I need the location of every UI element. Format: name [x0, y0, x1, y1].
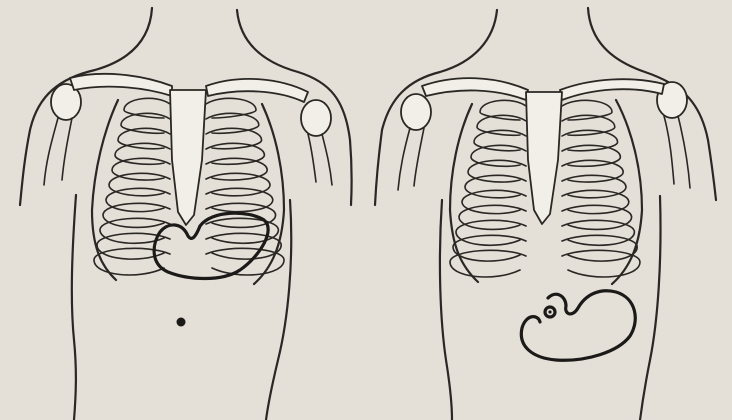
left-figure-waist-left — [72, 195, 76, 420]
rib — [109, 173, 170, 195]
rib — [562, 205, 632, 229]
right-figure-humerus-left-inner — [414, 128, 424, 186]
rib — [106, 188, 170, 211]
left-figure-stomach-outline — [154, 213, 268, 278]
rib — [459, 205, 526, 229]
right-figure-waist-right — [640, 196, 661, 420]
right-figure-stomach-outline — [521, 291, 635, 360]
right-figure-humerus-left — [398, 128, 410, 190]
figure-right-torso — [375, 8, 716, 420]
left-figure-ribs-right — [206, 98, 284, 275]
rib — [97, 233, 170, 259]
rib — [103, 203, 170, 227]
right-figure-ribs-left — [450, 100, 526, 277]
rib — [453, 235, 526, 261]
rib — [562, 220, 634, 245]
rib — [562, 190, 629, 213]
right-figure-outline-left — [375, 10, 497, 205]
right-figure-humerus-right — [678, 116, 690, 188]
rib — [456, 220, 526, 245]
rib — [468, 160, 526, 182]
right-figure-humeral-head-left — [401, 94, 431, 130]
rib — [450, 250, 526, 277]
right-figure-humerus-right-inner — [664, 116, 674, 184]
left-figure-humerus-left — [44, 118, 58, 185]
rib — [206, 173, 270, 195]
rib — [562, 235, 637, 261]
rib — [94, 248, 170, 275]
left-figure-waist-right — [266, 200, 291, 420]
right-figure-waist-left — [440, 200, 452, 420]
right-figure-outline-right — [588, 8, 716, 200]
right-figure-clavicle-left — [422, 78, 528, 100]
rib — [462, 190, 526, 213]
rib — [112, 158, 170, 180]
left-figure-navel — [177, 318, 186, 327]
left-figure-humerus-left-inner — [62, 118, 72, 180]
rib — [562, 175, 626, 197]
right-figure-sternum — [526, 92, 562, 224]
left-figure-sternum — [170, 90, 206, 225]
right-figure-navel — [548, 310, 551, 313]
left-figure-humerus-right — [322, 134, 332, 185]
rib — [206, 188, 273, 211]
left-figure-humerus-right-inner — [308, 134, 316, 182]
rib — [465, 175, 526, 197]
right-figure-clavicle-right — [560, 79, 664, 100]
left-figure-clavicle-left — [70, 74, 172, 96]
figure-left-torso — [20, 8, 352, 420]
left-figure-humeral-head-right — [301, 100, 331, 136]
left-figure-ribs-left — [94, 98, 170, 275]
left-figure-outline-left — [20, 8, 152, 205]
rib — [206, 233, 281, 259]
